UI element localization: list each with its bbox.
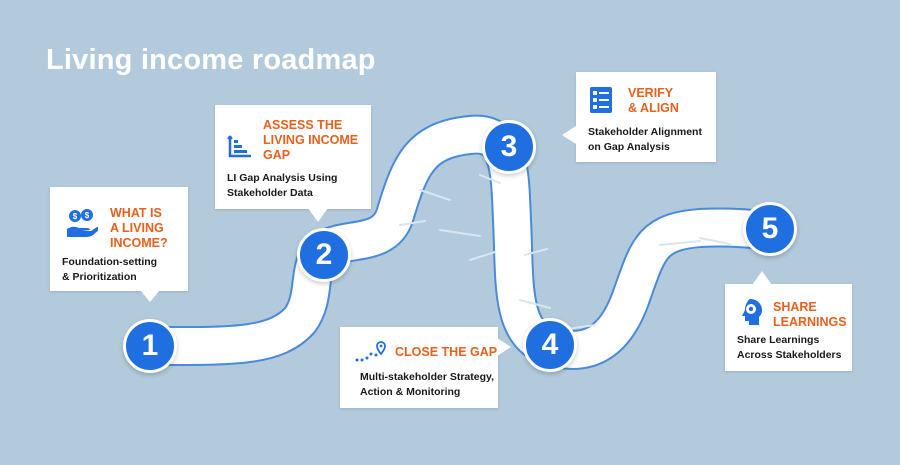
head-gear-icon xyxy=(742,299,762,325)
step-2-description: LI Gap Analysis Using Stakeholder Data xyxy=(227,172,338,199)
step-2-card: ASSESS THE LIVING INCOME GAP LI Gap Anal… xyxy=(215,105,371,209)
step-4-description: Multi-stakeholder Strategy, Action & Mon… xyxy=(360,371,494,398)
step-3-title: VERIFY & ALIGN xyxy=(628,86,679,115)
step-1-pointer xyxy=(140,290,160,302)
step-3-marker: 3 xyxy=(482,120,536,174)
step-1-description: Foundation-setting & Prioritization xyxy=(62,256,158,283)
step-2-pointer xyxy=(308,208,328,222)
step-4-card: CLOSE THE GAP Multi-stakeholder Strategy… xyxy=(340,327,498,408)
step-3-pointer xyxy=(562,126,576,144)
step-2-title: ASSESS THE LIVING INCOME GAP xyxy=(263,118,359,162)
money-hand-icon: $ $ xyxy=(67,209,98,237)
checklist-icon xyxy=(590,87,612,113)
step-2-marker: 2 xyxy=(297,228,351,282)
route-pin-icon xyxy=(355,341,386,362)
step-1-marker: 1 xyxy=(123,319,177,373)
step-4-pointer xyxy=(497,338,511,356)
step-5-card: SHARE LEARNINGS Share Learnings Across S… xyxy=(725,284,852,371)
step-5-pointer xyxy=(752,271,772,285)
page-title: Living income roadmap xyxy=(46,44,376,76)
svg-text:$: $ xyxy=(73,212,78,221)
step-5-title: SHARE LEARNINGS xyxy=(773,300,847,329)
step-5-marker: 5 xyxy=(743,202,797,256)
bar-chart-icon xyxy=(227,135,251,158)
step-4-title: CLOSE THE GAP xyxy=(395,345,498,359)
step-1-card: $ $ WHAT IS A LIVING INCOME? Foundation-… xyxy=(50,187,188,291)
step-3-card: VERIFY & ALIGN Stakeholder Alignment on … xyxy=(576,72,716,162)
svg-text:$: $ xyxy=(85,211,90,220)
step-4-marker: 4 xyxy=(523,318,577,372)
step-5-description: Share Learnings Across Stakeholders xyxy=(737,334,842,361)
step-3-description: Stakeholder Alignment on Gap Analysis xyxy=(588,126,702,153)
step-1-title: WHAT IS A LIVING INCOME? xyxy=(110,206,168,250)
